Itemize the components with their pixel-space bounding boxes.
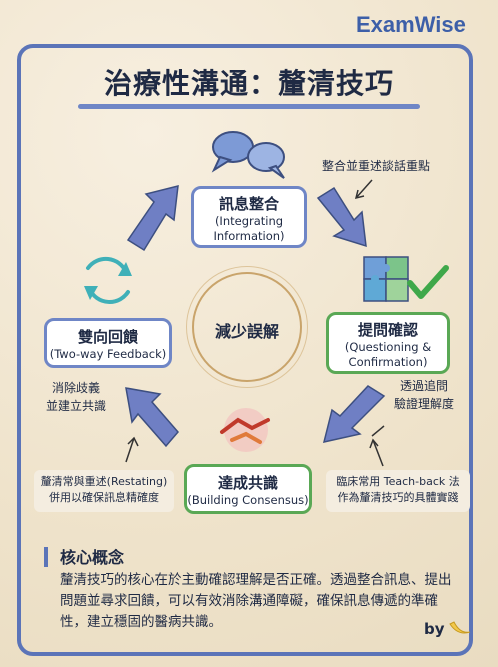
note-left-2: 並建立共識: [46, 399, 107, 413]
node-questioning-confirmation: 提問確認 (Questioning & Confirmation): [326, 312, 450, 374]
node-building-consensus: 達成共識 (Building Consensus): [184, 464, 312, 514]
core-text: 釐清技巧的核心在於主動確認理解是否正確。透過整合訊息、提出問題並尋求回饋，可以有…: [60, 572, 452, 630]
arrow-top-right: [316, 186, 367, 248]
puzzle-icon: [363, 256, 409, 302]
node-two-way-feedback: 雙向回饋 (Two-way Feedback): [44, 318, 172, 368]
note-box-left: 釐清常與重述(Restating) 併用以確保訊息精確度: [34, 470, 174, 512]
note-box-left-line1: 釐清常與重述(Restating): [40, 475, 168, 488]
node-feedback-title: 雙向回饋: [77, 328, 138, 346]
node-questioning-title: 提問確認: [357, 321, 418, 339]
pointer-arrows: [125, 179, 385, 467]
cycle-arrows: [125, 185, 386, 448]
node-questioning-sub1: (Questioning &: [344, 340, 432, 354]
brand-logo: ExamWise: [356, 12, 466, 37]
arrow-left-top: [126, 185, 179, 252]
node-feedback-sub1: (Two-way Feedback): [49, 347, 167, 361]
by-label: by: [424, 620, 445, 638]
note-box-right: 臨床常用 Teach-back 法 作為釐清技巧的具體實踐: [326, 470, 470, 512]
node-integrating-information: 訊息整合 (Integrating Information): [191, 186, 307, 248]
title-underline: [78, 104, 420, 109]
node-consensus-title: 達成共識: [217, 474, 278, 492]
refresh-cycle-icon: [84, 256, 132, 304]
node-consensus-sub1: (Building Consensus): [187, 493, 309, 507]
note-left-1: 消除歧義: [52, 381, 101, 395]
arrow-right-bottom: [322, 385, 386, 443]
node-integrating-title: 訊息整合: [218, 195, 279, 213]
node-questioning-sub2: Confirmation): [348, 355, 428, 369]
arrow-bottom-left: [125, 387, 179, 448]
node-integrating-sub1: (Integrating: [214, 214, 284, 228]
note-right-2: 驗證理解度: [394, 397, 455, 411]
banana-icon: [449, 621, 471, 634]
checkmark-icon: [407, 265, 449, 299]
center-ring: [192, 272, 302, 382]
center-label: 減少誤解: [214, 322, 279, 341]
node-integrating-sub2: Information): [213, 229, 285, 243]
page-title: 治療性溝通：釐清技巧: [103, 67, 394, 100]
core-title: 核心概念: [60, 548, 125, 567]
note-box-right-line1: 臨床常用 Teach-back 法: [336, 475, 460, 488]
center-ring-outer: [186, 266, 308, 388]
note-top-right: 整合並重述談話重點: [322, 159, 431, 173]
core-accent-bar: [44, 547, 48, 567]
note-box-left-line2: 併用以確保訊息精確度: [49, 491, 159, 504]
note-right-1: 透過追問: [400, 379, 449, 393]
frame: [17, 44, 473, 656]
handshake-icon: [220, 408, 270, 452]
note-box-right-line2: 作為釐清技巧的具體實踐: [337, 491, 459, 504]
speech-bubbles-icon: [211, 131, 285, 179]
